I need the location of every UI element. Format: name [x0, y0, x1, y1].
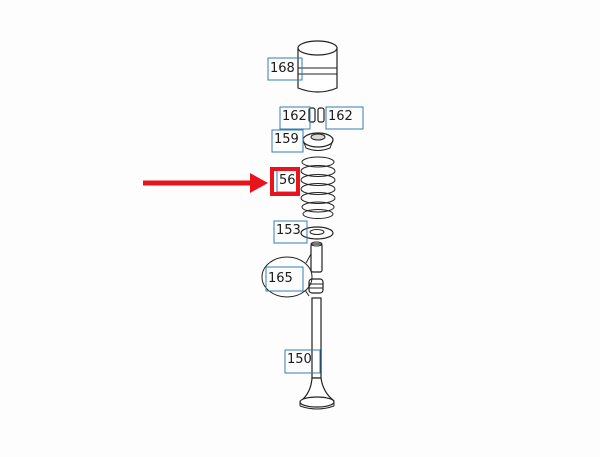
- callout-159[interactable]: 159: [271, 129, 304, 153]
- part-153-spring-seat[interactable]: [300, 226, 334, 240]
- callout-label: 165: [268, 271, 293, 286]
- callout-label: 56: [279, 173, 296, 188]
- callout-156[interactable]: 56: [276, 169, 300, 193]
- callout-168[interactable]: 168: [267, 57, 303, 81]
- callout-150[interactable]: 150: [284, 349, 321, 374]
- callout-165[interactable]: 165: [265, 266, 304, 292]
- part-valve-guide[interactable]: [310, 241, 323, 273]
- part-165-detail[interactable]: [261, 253, 313, 298]
- callout-162-right[interactable]: 162: [325, 106, 364, 130]
- callout-label: 153: [276, 223, 301, 238]
- callout-label: 162: [282, 109, 307, 124]
- callout-label: 150: [287, 352, 312, 367]
- callout-label: 168: [270, 61, 295, 76]
- callout-label: 159: [274, 132, 299, 147]
- callout-label: 162: [328, 109, 353, 124]
- part-156-valve-spring[interactable]: [300, 156, 336, 219]
- part-168-tappet[interactable]: [297, 40, 338, 93]
- part-162-keepers[interactable]: [308, 107, 325, 123]
- part-159-retainer[interactable]: [302, 132, 334, 151]
- part-150-valve[interactable]: [299, 297, 335, 410]
- highlight-marker: [143, 167, 300, 196]
- callout-153[interactable]: 153: [273, 220, 308, 244]
- callout-162-left[interactable]: 162: [279, 106, 311, 130]
